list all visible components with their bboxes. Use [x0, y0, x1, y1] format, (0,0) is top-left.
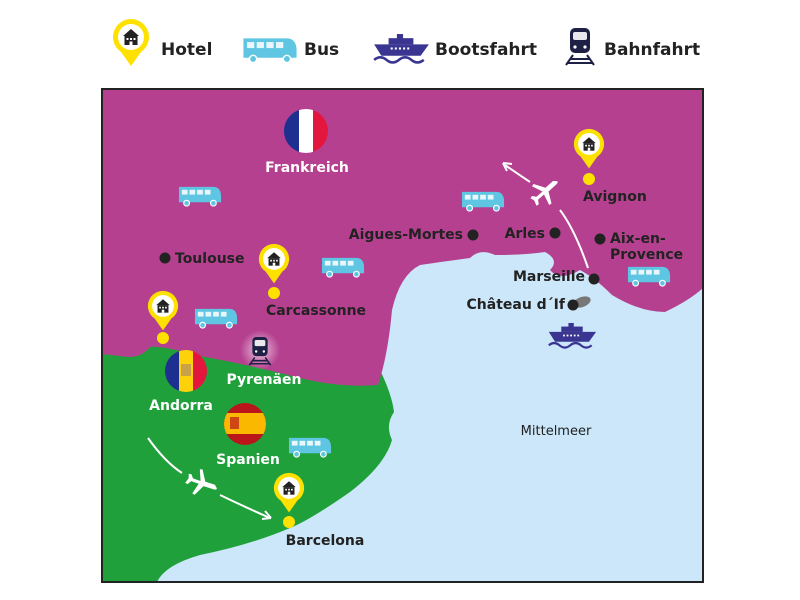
spain-flag-icon	[224, 403, 266, 445]
train-icon	[248, 336, 272, 367]
place-toulouse: Toulouse	[175, 251, 245, 267]
legend-boat-label: Bootsfahrt	[435, 40, 538, 60]
place-avignon: Avignon	[583, 189, 647, 205]
country-label-spain: Spanien	[216, 452, 280, 468]
place-chateau-if: Château d´If	[466, 297, 566, 313]
legend-bus-icon	[242, 37, 298, 64]
barcelona-dot	[283, 516, 295, 528]
flight-path-marseille	[559, 209, 589, 269]
place-arles: Arles	[504, 226, 545, 242]
spain-area	[102, 340, 394, 582]
legend-hotel-label: Hotel	[161, 40, 213, 60]
map-frame	[101, 88, 704, 583]
country-label-andorra: Andorra	[149, 398, 213, 414]
arrowhead-icon	[502, 162, 513, 172]
flight-path-andorra	[147, 437, 183, 474]
place-marseille: Marseille	[512, 269, 585, 285]
aigues-mortes-dot	[467, 229, 479, 241]
andorra-flag-icon	[165, 350, 207, 392]
legend-hotel-icon	[113, 19, 149, 66]
arles-dot	[549, 227, 561, 239]
legend-ship-icon	[372, 33, 430, 64]
avignon-dot	[583, 173, 595, 185]
country-label-france: Frankreich	[265, 160, 349, 176]
place-aigues-mortes: Aigues-Mortes	[348, 227, 463, 243]
carcassonne-dot	[268, 287, 280, 299]
aix-dot	[594, 233, 606, 245]
place-barcelona: Barcelona	[285, 533, 365, 549]
legend-bus-label: Bus	[304, 40, 340, 60]
region-label-pyrenees: Pyrenäen	[226, 372, 302, 388]
legend-train-icon	[565, 27, 595, 66]
place-aix-line1: Aix-en-	[610, 231, 666, 247]
france-flag-icon	[284, 109, 328, 153]
arrowhead-icon	[261, 510, 272, 520]
legend-train-label: Bahnfahrt	[604, 40, 701, 60]
andorra-dot	[157, 332, 169, 344]
place-carcassonne: Carcassonne	[265, 303, 367, 319]
france-area	[102, 89, 703, 386]
toulouse-dot	[159, 252, 171, 264]
sea-label: Mittelmeer	[520, 424, 592, 439]
chateau-if-dot	[567, 299, 579, 311]
place-aix-line2: Provence	[610, 247, 684, 263]
marseille-dot	[588, 273, 600, 285]
